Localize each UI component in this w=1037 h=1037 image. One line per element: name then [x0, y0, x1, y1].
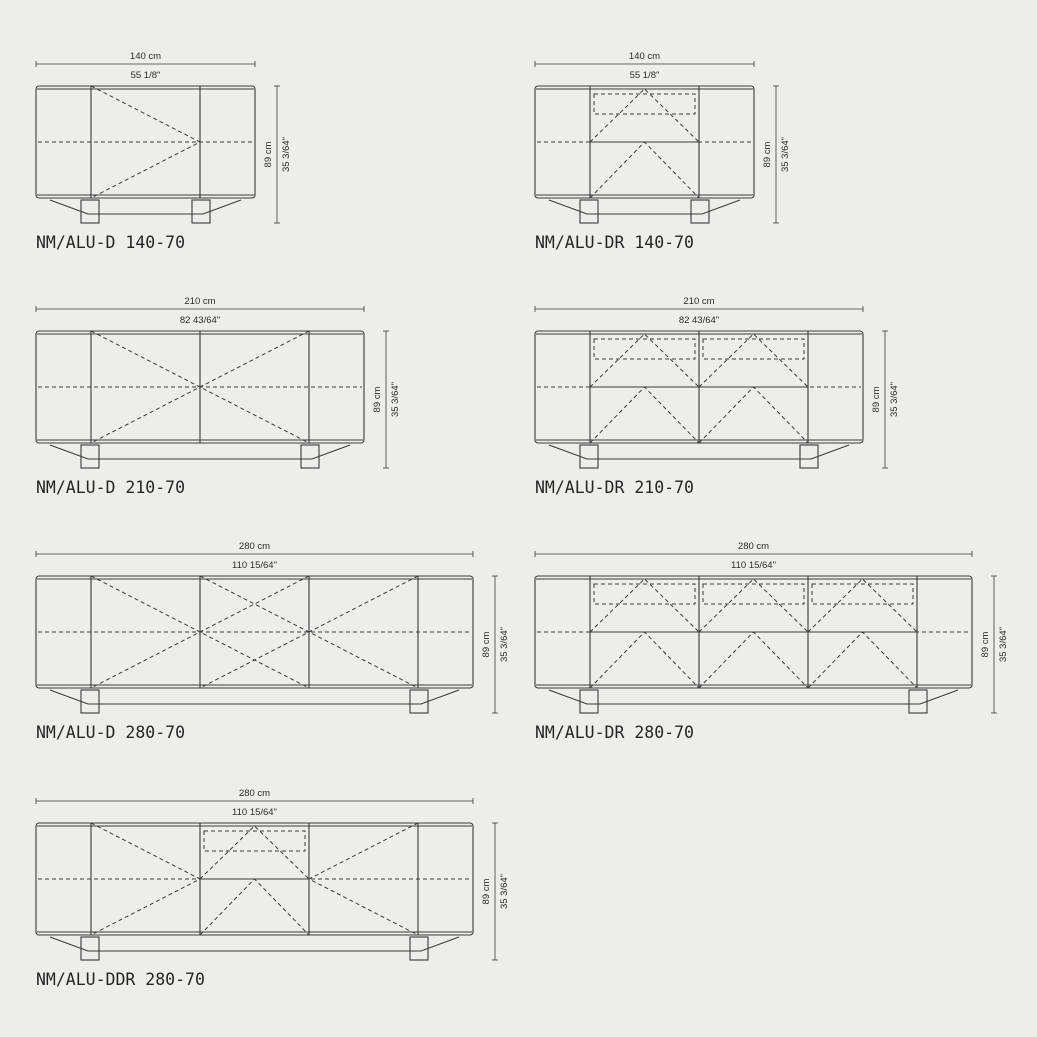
height-in-label: 35 3/64" — [889, 382, 900, 417]
width-cm-label: 210 cm — [683, 296, 714, 307]
foot-left — [80, 936, 100, 961]
foot-left — [579, 689, 599, 714]
foot-left — [80, 199, 100, 224]
model-label: NM/ALU-DR 280-70 — [535, 723, 694, 742]
foot-left — [80, 689, 100, 714]
base-plinth — [49, 936, 460, 952]
height-cm-label: 89 cm — [372, 386, 383, 412]
cabinet-drawing-1: 140 cm 55 1/8" 89 cm 35 3/64" NM/ALU-D 140-7… — [35, 51, 292, 252]
drawer-handle-recess — [593, 93, 696, 115]
cabinet-drawing-3: 210 cm 82 43/64" 89 cm 35 3/64" NM/ALU-D 210… — [35, 296, 401, 497]
foot-right — [409, 689, 429, 714]
height-cm-label: 89 cm — [481, 631, 492, 657]
cabinet-body — [534, 575, 973, 689]
drawer-handle-recess — [593, 583, 696, 605]
model-label: NM/ALU-D 280-70 — [36, 723, 185, 742]
base-plinth — [548, 199, 741, 215]
door-opening-indicator — [807, 631, 918, 689]
drawer-handle-recess — [593, 338, 696, 360]
width-cm-label: 140 cm — [130, 51, 161, 62]
foot-right — [300, 444, 320, 469]
drawer-handle-recess — [702, 338, 805, 360]
height-in-label: 35 3/64" — [281, 137, 292, 172]
cabinet-body — [35, 85, 256, 199]
cabinet-drawing-7: 280 cm 110 15/64" 89 cm 35 3/64" NM/ALU-DDR … — [35, 788, 510, 989]
door-opening-indicator — [698, 386, 809, 444]
model-label: NM/ALU-D 210-70 — [36, 478, 185, 497]
model-label: NM/ALU-DDR 280-70 — [36, 970, 205, 989]
model-label: NM/ALU-DR 140-70 — [535, 233, 694, 252]
width-cm-label: 280 cm — [239, 541, 270, 552]
door-opening-indicator — [199, 878, 310, 936]
drawer-opening-indicator — [698, 578, 809, 633]
width-in-label: 110 15/64" — [232, 560, 277, 571]
door-opening-indicator — [198, 330, 310, 444]
width-in-label: 55 1/8" — [630, 70, 660, 81]
drawer-handle-recess — [203, 830, 306, 852]
base-plinth — [49, 199, 242, 215]
height-in-label: 35 3/64" — [390, 382, 401, 417]
door-opening-indicator — [698, 631, 809, 689]
drawer-opening-indicator — [589, 333, 700, 388]
drawer-opening-indicator — [807, 578, 918, 633]
width-in-label: 82 43/64" — [679, 315, 719, 326]
door-opening-indicator — [198, 575, 310, 689]
width-in-label: 110 15/64" — [731, 560, 776, 571]
height-cm-label: 89 cm — [481, 878, 492, 904]
drawer-opening-indicator — [589, 88, 700, 143]
door-opening-indicator — [589, 141, 700, 199]
width-cm-label: 280 cm — [738, 541, 769, 552]
width-in-label: 82 43/64" — [180, 315, 220, 326]
cabinet-body — [35, 575, 474, 689]
base-plinth — [548, 444, 850, 460]
foot-left — [579, 199, 599, 224]
door-opening-indicator — [90, 85, 202, 199]
model-label: NM/ALU-DR 210-70 — [535, 478, 694, 497]
foot-right — [191, 199, 211, 224]
drawer-opening-indicator — [589, 578, 700, 633]
height-in-label: 35 3/64" — [998, 627, 1009, 662]
door-opening-indicator — [307, 575, 419, 689]
foot-right — [690, 199, 710, 224]
base-plinth — [49, 689, 460, 705]
door-opening-indicator — [307, 822, 419, 936]
cabinet-body — [35, 822, 474, 936]
foot-left — [579, 444, 599, 469]
foot-right — [799, 444, 819, 469]
cabinet-drawing-4: 210 cm 82 43/64" 89 cm 35 3/64" NM/ALU-DR 21… — [534, 296, 900, 497]
door-opening-indicator — [589, 386, 700, 444]
cabinet-drawing-5: 280 cm 110 15/64" 89 cm 35 3/64" NM/ALU-D 28… — [35, 541, 510, 742]
width-cm-label: 140 cm — [629, 51, 660, 62]
foot-right — [409, 936, 429, 961]
width-in-label: 55 1/8" — [131, 70, 161, 81]
height-cm-label: 89 cm — [871, 386, 882, 412]
drawer-handle-recess — [811, 583, 914, 605]
drawer-opening-indicator — [199, 825, 310, 880]
height-cm-label: 89 cm — [263, 141, 274, 167]
foot-left — [80, 444, 100, 469]
door-opening-indicator — [589, 631, 700, 689]
height-cm-label: 89 cm — [762, 141, 773, 167]
width-cm-label: 210 cm — [184, 296, 215, 307]
height-in-label: 35 3/64" — [499, 874, 510, 909]
drawer-opening-indicator — [698, 333, 809, 388]
height-in-label: 35 3/64" — [499, 627, 510, 662]
width-cm-label: 280 cm — [239, 788, 270, 799]
model-label: NM/ALU-D 140-70 — [36, 233, 185, 252]
width-in-label: 110 15/64" — [232, 807, 277, 818]
drawer-handle-recess — [702, 583, 805, 605]
cabinet-drawing-2: 140 cm 55 1/8" 89 cm 35 3/64" NM/ALU-DR 140-… — [534, 51, 791, 252]
height-in-label: 35 3/64" — [780, 137, 791, 172]
height-cm-label: 89 cm — [980, 631, 991, 657]
base-plinth — [548, 689, 959, 705]
cabinet-body — [534, 85, 755, 199]
base-plinth — [49, 444, 351, 460]
foot-right — [908, 689, 928, 714]
cabinet-drawing-6: 280 cm 110 15/64" 89 cm 35 3/64" NM/ALU-DR 2… — [534, 541, 1009, 742]
